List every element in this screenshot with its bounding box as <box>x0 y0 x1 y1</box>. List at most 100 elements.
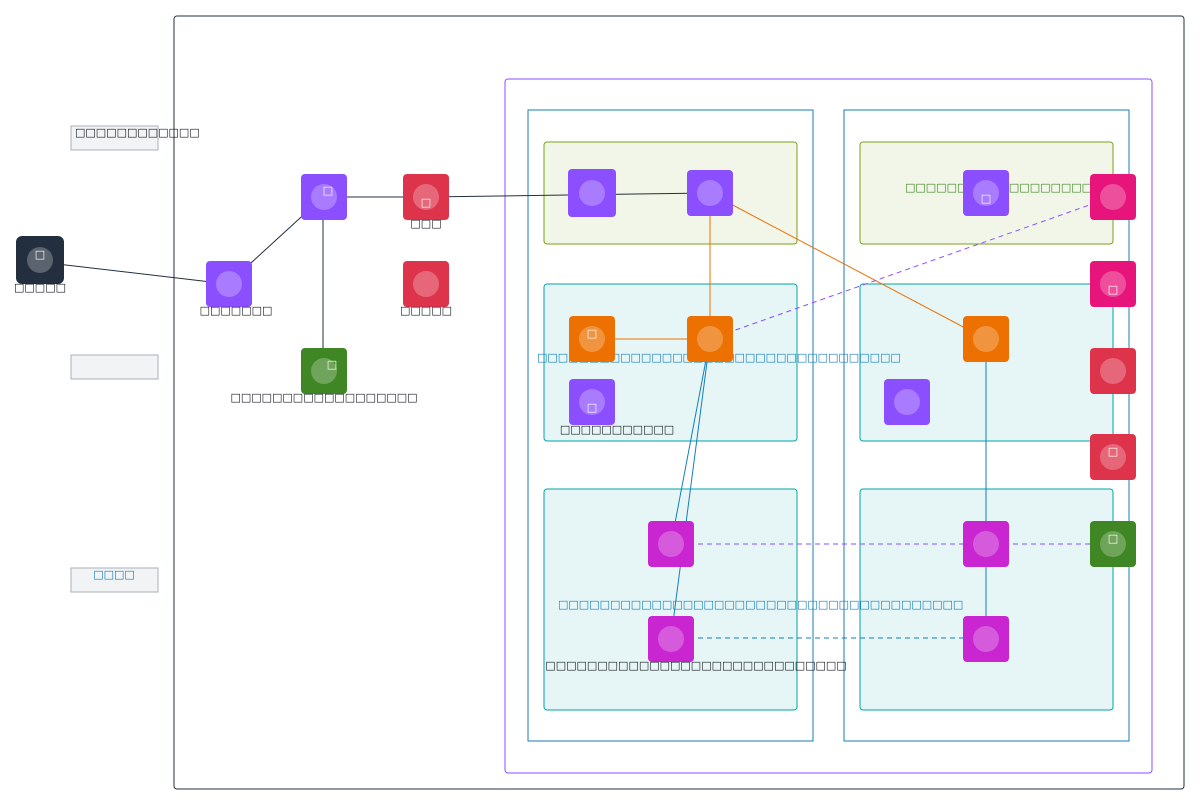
monitor-icon <box>1090 174 1136 220</box>
mon2-glyph: □ <box>1108 283 1118 296</box>
node-endpoint-b[interactable] <box>884 379 930 425</box>
key-icon <box>1090 348 1136 394</box>
shield-icon <box>403 174 449 220</box>
account-boundary <box>173 15 1185 790</box>
user-label: □□□□□ <box>14 281 66 294</box>
legend-box-1 <box>70 125 159 151</box>
database-icon <box>963 616 1009 662</box>
node-waf[interactable]: □□□□□ <box>400 261 452 317</box>
gateway-icon <box>301 174 347 220</box>
node-security-4[interactable]: □ <box>1090 434 1136 480</box>
node-gateway[interactable]: □ <box>301 174 347 220</box>
load-balancer-icon <box>687 170 733 216</box>
gateway-glyph: □ <box>323 184 333 197</box>
legend-box-2 <box>70 354 159 380</box>
lb-b-icon-badge <box>973 180 999 206</box>
node-db-a1[interactable] <box>648 521 694 567</box>
server-icon <box>569 316 615 362</box>
node-db-b2[interactable] <box>963 616 1009 662</box>
user-glyph: □ <box>35 248 45 261</box>
node-endpoint-a[interactable]: □ □□□□□□□□□□□ <box>560 379 674 436</box>
router-icon-badge <box>216 271 242 297</box>
app-a1-icon-badge <box>579 326 605 352</box>
db-subnet-a-label: □□□□□□□□□□□□□□□□□□□□□□□□□□□□□□□□□□□□□□□ <box>558 598 963 611</box>
node-edge-router[interactable]: □□□□□□□ <box>200 261 273 317</box>
monitor-icon <box>1090 261 1136 307</box>
endpoint-icon <box>569 379 615 425</box>
region-boundary <box>504 78 1153 774</box>
public-subnet-b-label: □□□□□□□□□□□□□□□□□□□□□ <box>905 181 1123 194</box>
server-icon <box>687 316 733 362</box>
gateway-icon-badge <box>311 184 337 210</box>
waf-label: □□□□□ <box>400 304 452 317</box>
endpoint-a-label: □□□□□□□□□□□ <box>560 423 674 436</box>
bucket-glyph: □ <box>327 358 337 371</box>
database-icon <box>648 616 694 662</box>
endpoint-b-icon-badge <box>894 389 920 415</box>
edges <box>39 189 1113 642</box>
edge-lb-app-b <box>709 192 987 340</box>
firewall-glyph: □ <box>421 196 431 209</box>
load-balancer-icon <box>963 170 1009 216</box>
node-app-b[interactable] <box>963 316 1009 362</box>
lock-icon <box>403 261 449 307</box>
node-monitor-2[interactable]: □ <box>1090 261 1136 307</box>
node-backup[interactable]: □ <box>1090 521 1136 567</box>
legend-box-3 <box>70 567 159 593</box>
node-db-b1[interactable] <box>963 521 1009 567</box>
db-subnet-a <box>543 488 798 711</box>
nat-icon <box>568 169 616 217</box>
node-s3-bucket[interactable]: □ □□□□□□□□□□□□□□□□□□ <box>230 348 418 404</box>
app-a1-glyph: □ <box>587 327 597 340</box>
availability-zone-b <box>843 109 1130 742</box>
edge-app-a2-monitor <box>709 195 1113 340</box>
bucket-icon <box>301 348 347 394</box>
database-icon <box>648 521 694 567</box>
bucket-icon-badge <box>311 358 337 384</box>
node-firewall[interactable]: □ □□□ <box>403 174 449 230</box>
lb-b-glyph: □ <box>981 192 991 205</box>
sec4-glyph: □ <box>1108 445 1118 458</box>
lb-a-icon-badge <box>697 180 723 206</box>
user-icon-badge <box>27 247 53 273</box>
edge-app-a2-db-a1 <box>668 338 711 545</box>
availability-zone-a <box>527 109 814 742</box>
edge-user-router <box>39 261 229 287</box>
endpoint-a-icon-badge <box>579 389 605 415</box>
user-icon <box>16 236 64 284</box>
bucket-label: □□□□□□□□□□□□□□□□□□ <box>230 391 417 404</box>
node-monitor-1[interactable] <box>1090 174 1136 220</box>
sec4-icon-badge <box>1100 444 1126 470</box>
node-app-a2[interactable] <box>687 316 733 362</box>
node-db-a2[interactable]: □□□□□□□□□□□□□□□□□□□□□□□□□□□□□ <box>545 616 847 672</box>
backup-icon-badge <box>1100 531 1126 557</box>
router-label: □□□□□□□ <box>200 304 273 317</box>
node-app-a1[interactable]: □ <box>569 316 615 362</box>
firewall-icon-badge <box>413 184 439 210</box>
node-lb-a[interactable] <box>687 170 733 216</box>
backup-icon <box>1090 521 1136 567</box>
db-a2-icon-badge <box>658 626 684 652</box>
legend-item-3: □□□□ <box>93 568 135 581</box>
node-security-3[interactable] <box>1090 348 1136 394</box>
node-lb-b[interactable]: □ <box>963 170 1009 216</box>
app-a2-icon-badge <box>697 326 723 352</box>
legend-item-1: □□□□□□□□□□□□ <box>75 126 200 139</box>
mon2-icon-badge <box>1100 271 1126 297</box>
certificate-icon <box>1090 434 1136 480</box>
db-b2-icon-badge <box>973 626 999 652</box>
backup-glyph: □ <box>1108 532 1118 545</box>
sec3-icon-badge <box>1100 358 1126 384</box>
database-icon <box>963 521 1009 567</box>
endpoint-icon <box>884 379 930 425</box>
db-a2-label: □□□□□□□□□□□□□□□□□□□□□□□□□□□□□ <box>545 659 846 672</box>
db-b1-icon-badge <box>973 531 999 557</box>
edge-app-a2-db-a2 <box>668 338 711 639</box>
nat-a-icon-badge <box>579 180 605 206</box>
app-b-icon-badge <box>973 326 999 352</box>
mon1-icon-badge <box>1100 184 1126 210</box>
server-icon <box>963 316 1009 362</box>
node-nat-a[interactable] <box>568 169 616 217</box>
node-user[interactable]: □ □□□□□ <box>14 236 66 294</box>
